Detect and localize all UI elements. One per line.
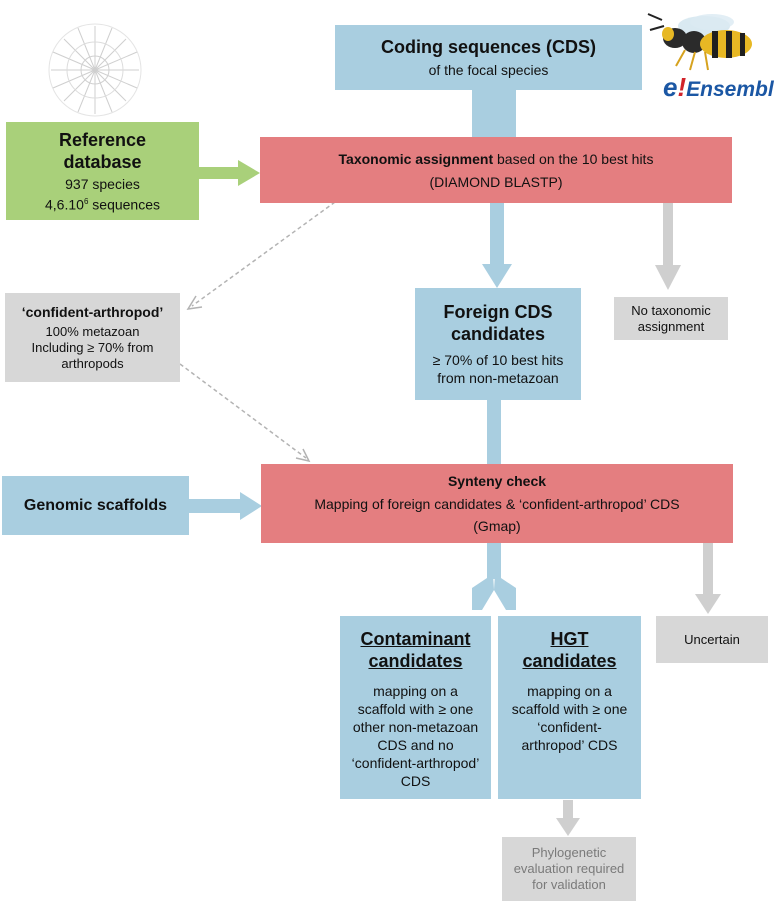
contaminant-line-2: other non-metazoan bbox=[352, 719, 479, 735]
foreign-title-1: Foreign CDS bbox=[443, 302, 553, 322]
taxonomic-line: Taxonomic assignment based on the 10 bes… bbox=[338, 150, 654, 167]
phylo-line-0: Phylogenetic bbox=[531, 845, 607, 860]
synteny-line1: Mapping of foreign candidates & ‘confide… bbox=[314, 496, 680, 512]
ensembl-logo: e!Ensembl bbox=[663, 72, 774, 102]
contaminant-line-0: mapping on a bbox=[373, 683, 458, 699]
confident-title: ‘confident-arthropod’ bbox=[21, 304, 164, 320]
wasp-icon bbox=[647, 13, 752, 71]
grey-arrow-no-assign bbox=[655, 203, 681, 290]
hgt-box: HGT candidates mapping on a scaffold wit… bbox=[498, 616, 641, 799]
dashed-arrow-synteny bbox=[179, 363, 311, 463]
genomic-box: Genomic scaffolds bbox=[2, 476, 189, 535]
synteny-box: Synteny check Mapping of foreign candida… bbox=[261, 464, 733, 543]
contaminant-line-4: ‘confident-arthropod’ bbox=[351, 755, 480, 771]
hgt-title-2: candidates bbox=[522, 651, 617, 671]
contaminant-box: Contaminant candidates mapping on a scaf… bbox=[340, 616, 491, 799]
contaminant-line-1: scaffold with ≥ one bbox=[357, 701, 474, 717]
cds-connector bbox=[472, 90, 516, 137]
cds-title: Coding sequences (CDS) bbox=[380, 37, 597, 57]
taxonomic-box: Taxonomic assignment based on the 10 bes… bbox=[260, 137, 732, 203]
confident-line1: 100% metazoan bbox=[45, 324, 140, 339]
uncertain-label: Uncertain bbox=[684, 631, 740, 647]
cds-subtitle: of the focal species bbox=[428, 62, 549, 78]
grey-arrow-uncertain bbox=[695, 543, 721, 614]
reference-sequences: 4,6.106 sequences bbox=[45, 196, 160, 213]
hgt-line-2: ‘confident- bbox=[537, 719, 602, 735]
hgt-title-1: HGT bbox=[550, 629, 589, 649]
foreign-title-2: candidates bbox=[450, 324, 546, 344]
blue-connector-synteny bbox=[487, 400, 501, 464]
synteny-title: Synteny check bbox=[447, 473, 547, 489]
fork-arrow bbox=[472, 543, 516, 610]
contaminant-title-1: Contaminant bbox=[360, 629, 471, 649]
hgt-line-3: arthropod’ CDS bbox=[521, 737, 618, 753]
uncertain-box: Uncertain bbox=[656, 616, 768, 663]
genomic-title: Genomic scaffolds bbox=[23, 496, 168, 514]
contaminant-line-5: CDS bbox=[400, 773, 431, 789]
reference-species: 937 species bbox=[65, 175, 140, 192]
confident-line2: Including ≥ 70% from bbox=[31, 340, 154, 355]
contaminant-line-3: CDS and no bbox=[377, 737, 454, 753]
dashed-arrow-confident bbox=[186, 201, 336, 310]
reference-title-1: Reference bbox=[58, 129, 147, 150]
hgt-line-0: mapping on a bbox=[527, 683, 612, 699]
blue-arrow-foreign bbox=[482, 203, 512, 288]
reference-box: Reference database 937 species 4,6.106 s… bbox=[6, 122, 199, 220]
contaminant-title-2: candidates bbox=[368, 651, 463, 671]
hgt-line-1: scaffold with ≥ one bbox=[511, 701, 628, 717]
no-assign-line1: No taxonomic bbox=[631, 302, 711, 318]
reference-title-2: database bbox=[63, 151, 142, 172]
grey-arrow-phylo bbox=[556, 800, 580, 836]
foreign-line1: ≥ 70% of 10 best hits bbox=[432, 352, 564, 368]
phylo-line-2: for validation bbox=[532, 877, 606, 892]
phylogenetic-tree-icon bbox=[48, 23, 142, 117]
confident-line3: arthropods bbox=[61, 356, 124, 371]
foreign-line2: from non-metazoan bbox=[437, 370, 559, 386]
blue-arrow-genomic bbox=[189, 492, 262, 520]
cds-box: Coding sequences (CDS) of the focal spec… bbox=[335, 25, 642, 90]
no-assign-box: No taxonomic assignment bbox=[614, 297, 728, 340]
phylo-line-1: evaluation required bbox=[513, 861, 625, 876]
taxonomic-method: (DIAMOND BLASTP) bbox=[429, 173, 563, 190]
confident-box: ‘confident-arthropod’ 100% metazoan Incl… bbox=[5, 293, 180, 382]
green-arrow bbox=[199, 160, 260, 186]
phylo-box: Phylogenetic evaluation required for val… bbox=[502, 837, 636, 901]
synteny-line2: (Gmap) bbox=[473, 518, 521, 534]
foreign-box: Foreign CDS candidates ≥ 70% of 10 best … bbox=[415, 288, 581, 400]
no-assign-line2: assignment bbox=[637, 318, 705, 334]
